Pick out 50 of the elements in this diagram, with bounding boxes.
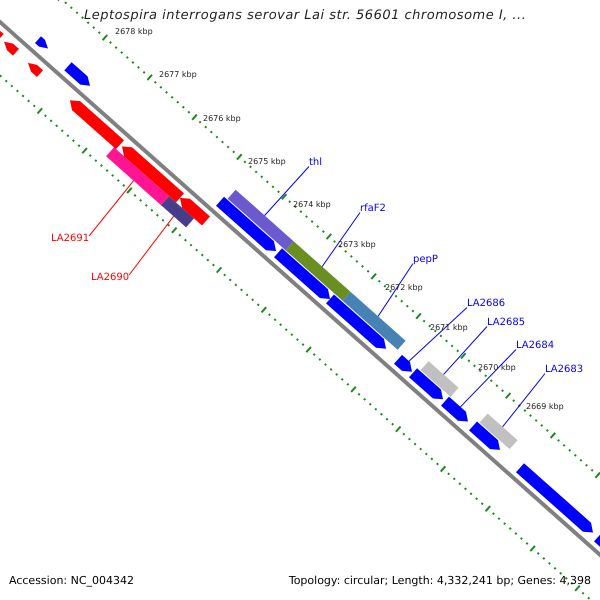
position-label: 2676 kbp [203,114,241,124]
gene-label: pepP [413,254,438,266]
chart-title: Leptospira interrogans serovar Lai str. 56601 chromosome I, ... [84,9,526,24]
gene-feature-block [326,294,386,349]
gene-feature-block [35,36,48,48]
gene-feature-block [394,354,412,372]
gene-bar [342,292,406,350]
gene-label: thl [309,157,322,168]
gene-feature-block [64,62,90,86]
gene-label: LA2683 [545,364,584,376]
position-label: 2674 kbp [293,200,331,210]
leader-line [128,216,174,276]
gene-bar [106,147,169,206]
gene-feature-block [70,100,124,150]
gene-label: rfaF2 [360,203,386,214]
gene-feature-block [516,463,593,532]
leader-line [408,307,468,362]
gene-feature-block [409,368,443,400]
gene-bar [480,414,518,450]
gene-feature-block [180,198,210,226]
leader-line [322,212,360,268]
position-label: 2675 kbp [248,157,286,166]
leader-line [378,263,414,317]
leader-line [443,326,488,375]
gene-feature-block [469,422,500,450]
gene-label: LA2684 [516,340,554,352]
gene-feature-block [28,62,43,77]
gene-feature-block [216,196,276,251]
leader-line [264,166,310,216]
gene-feature-block [441,396,468,422]
position-label: 2670 kbp [478,363,516,372]
position-label: 2669 kbp [526,402,564,412]
gene-label: LA2691 [51,233,90,244]
gene-feature-block [4,42,19,56]
gene-feature-block [274,248,330,299]
accession-text: Accession: NC_004342 [9,575,134,588]
gene-feature-block [122,146,184,202]
gene-bar [228,190,294,250]
gene-label: LA2686 [467,298,506,310]
position-label: 2673 kbp [338,240,376,250]
position-label: 2677 kbp [159,70,197,80]
leader-line [502,373,546,428]
gene-bar [161,196,194,228]
gene-label: LA2690 [91,272,130,284]
leader-line [88,180,134,236]
gene-label: LA2685 [487,317,526,328]
leader-line [460,349,516,408]
position-label: 2678 kbp [115,27,153,36]
genome-stats-text: Topology: circular; Length: 4,332,241 bp; Genes: 4,398 [288,575,591,588]
gene-bar [420,361,459,397]
